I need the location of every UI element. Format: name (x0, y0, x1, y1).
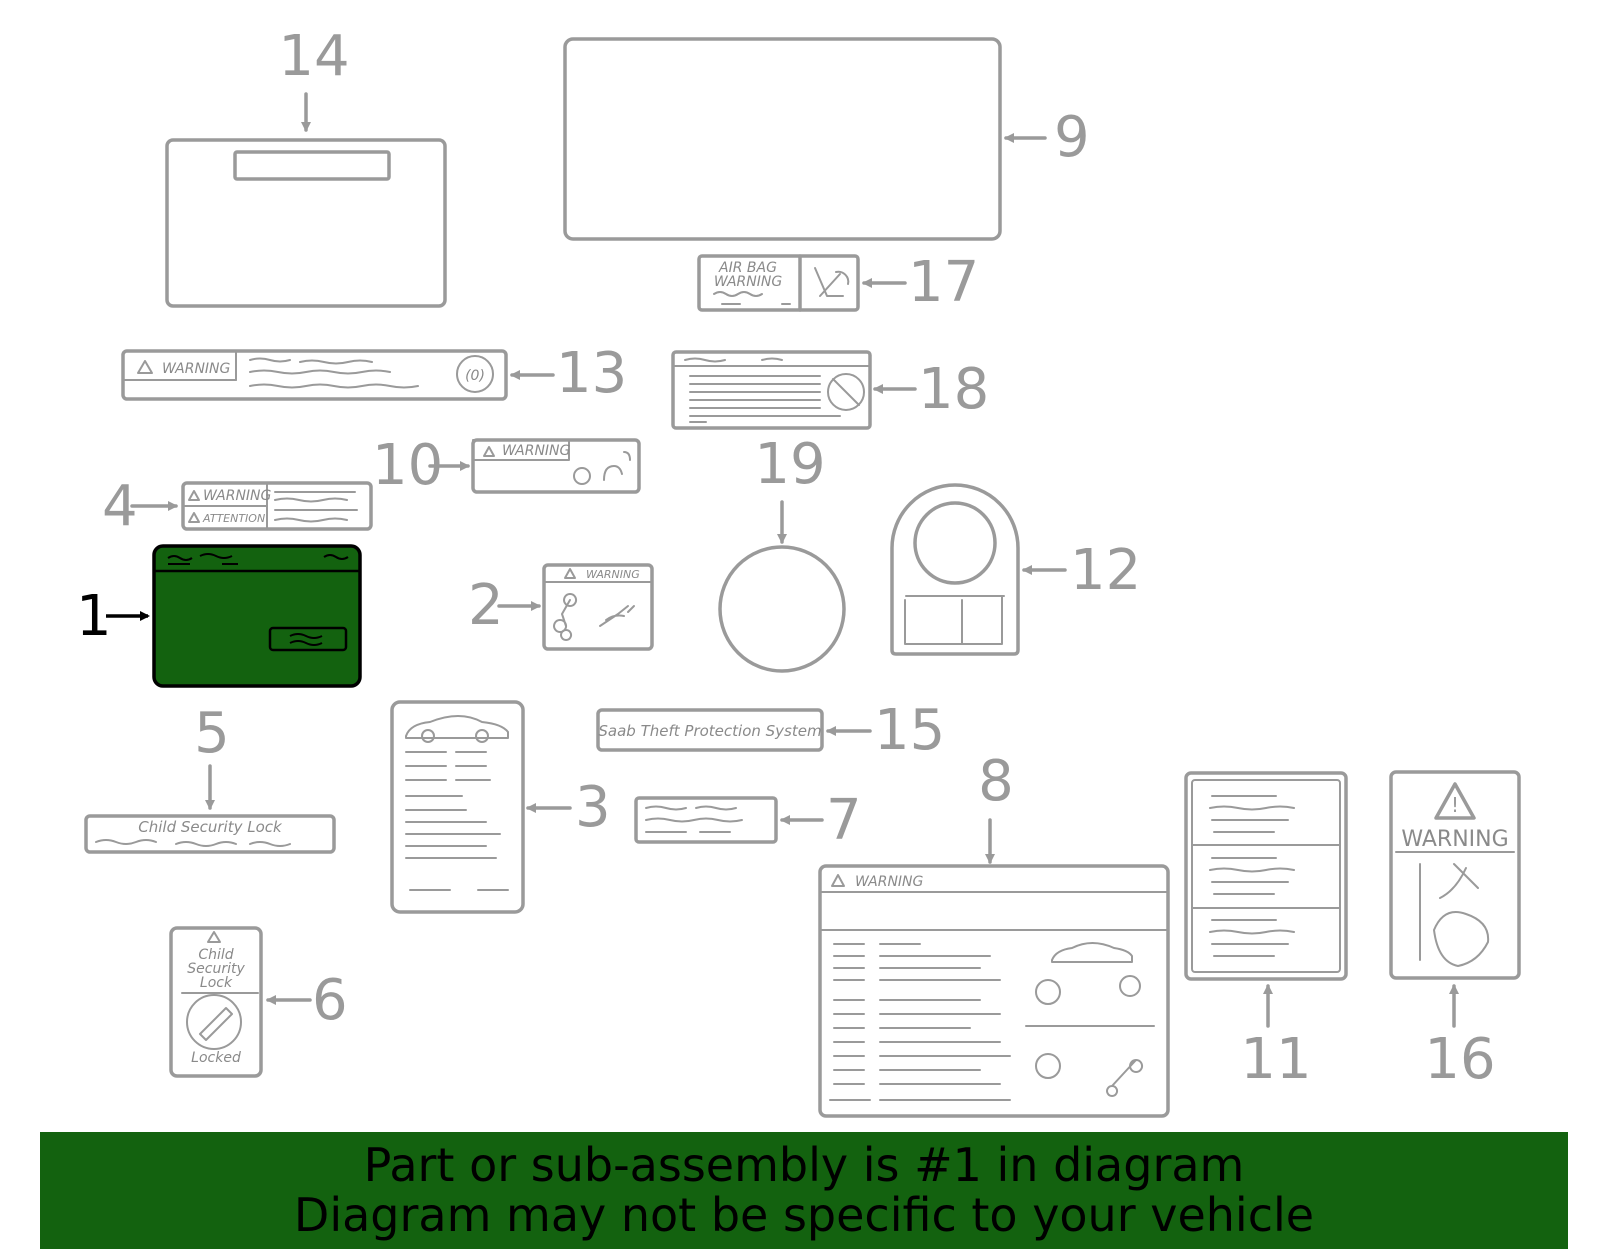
theft-protection-text: Saab Theft Protection System (598, 722, 821, 740)
banner-line-1: Part or sub-assembly is #1 in diagram (363, 1138, 1245, 1192)
child-window-icon (1419, 863, 1490, 967)
warning-triangle-icon (137, 360, 153, 374)
fan-icon (1035, 979, 1061, 1005)
callout-3: 3 (575, 775, 611, 840)
callout-1: 1 (76, 584, 112, 649)
part-10[interactable]: WARNING 10 (372, 433, 641, 498)
svg-text:(0): (0) (465, 368, 485, 384)
child-line3: Lock (200, 975, 233, 991)
callout-14: 14 (278, 24, 349, 89)
warning-text-16: WARNING (1401, 827, 1508, 852)
child-line2: Security (187, 961, 245, 977)
car-icon (405, 715, 509, 739)
part-2[interactable]: WARNING 2 (468, 563, 654, 651)
warning-text-10: WARNING (502, 443, 571, 459)
callout-19: 19 (754, 432, 825, 497)
callout-8: 8 (978, 749, 1014, 814)
part-8[interactable]: WARNING 8 (818, 749, 1170, 1118)
banner-line-2: Diagram may not be specific to your vehi… (293, 1188, 1315, 1242)
part-12[interactable]: 12 (890, 483, 1141, 656)
warning-triangle-icon (1434, 782, 1476, 820)
callout-9: 9 (1054, 105, 1090, 170)
part-13[interactable]: WARNING (0) 13 (121, 341, 627, 406)
callout-13: 13 (556, 341, 627, 406)
callout-11: 11 (1240, 1027, 1311, 1092)
svg-text:!: ! (1451, 793, 1459, 817)
callout-5: 5 (194, 701, 230, 766)
warning-text-4: WARNING (203, 488, 272, 504)
part-11[interactable]: 11 (1184, 771, 1348, 1092)
part-5[interactable]: Child Security Lock 5 (84, 701, 336, 854)
warning-text-8: WARNING (855, 874, 924, 890)
belt-icon (553, 593, 578, 641)
warning-triangle-icon (483, 446, 495, 457)
no-child-seat-icon (827, 373, 865, 411)
child-line1: Child (198, 947, 233, 963)
tire-icon (456, 355, 494, 393)
locked-text: Locked (191, 1050, 241, 1066)
callout-6: 6 (312, 968, 348, 1033)
part-14[interactable]: 14 (165, 24, 447, 308)
hand-icon (603, 451, 631, 481)
part-18[interactable]: 18 (671, 350, 989, 430)
part-19[interactable]: 19 (718, 432, 846, 673)
pedal-icon (1106, 1059, 1144, 1097)
callout-10: 10 (372, 433, 443, 498)
child-security-lock-text: Child Security Lock (138, 818, 283, 836)
callout-15: 15 (874, 698, 945, 763)
part-4[interactable]: WARNING ATTENTION 4 (102, 474, 373, 539)
callout-2: 2 (468, 573, 504, 638)
part-6[interactable]: Child Security Lock Locked 6 (169, 926, 348, 1078)
lock-dial-icon (186, 994, 242, 1050)
car-icon (1051, 942, 1133, 963)
part-17[interactable]: AIR BAG WARNING 17 (697, 250, 979, 315)
part-9[interactable]: 9 (563, 37, 1090, 241)
callout-7: 7 (826, 788, 862, 853)
callout-17: 17 (908, 250, 979, 315)
callout-12: 12 (1070, 538, 1141, 603)
airbag-child-seat-icon (814, 267, 850, 297)
airbag-label-line1: AIR BAG (718, 260, 777, 276)
rocket-icon (599, 605, 635, 627)
fan-icon (573, 467, 591, 485)
attention-text-4: ATTENTION (202, 512, 265, 525)
fan-icon (1035, 1053, 1061, 1079)
part-1[interactable]: 1 (76, 544, 362, 688)
warning-text-2: WARNING (586, 568, 640, 581)
info-banner: Part or sub-assembly is #1 in diagram Di… (40, 1132, 1568, 1249)
part-7[interactable]: 7 (634, 788, 862, 853)
callout-18: 18 (918, 357, 989, 422)
engine-icon (1119, 975, 1141, 997)
airbag-label-line2: WARNING (714, 274, 783, 290)
part-16[interactable]: ! WARNING 16 (1389, 770, 1521, 1092)
warning-text-13: WARNING (162, 361, 231, 377)
part-15[interactable]: Saab Theft Protection System 15 (596, 698, 945, 763)
callout-4: 4 (102, 474, 138, 539)
part-3[interactable]: 3 (390, 700, 611, 914)
callout-16: 16 (1424, 1027, 1495, 1092)
